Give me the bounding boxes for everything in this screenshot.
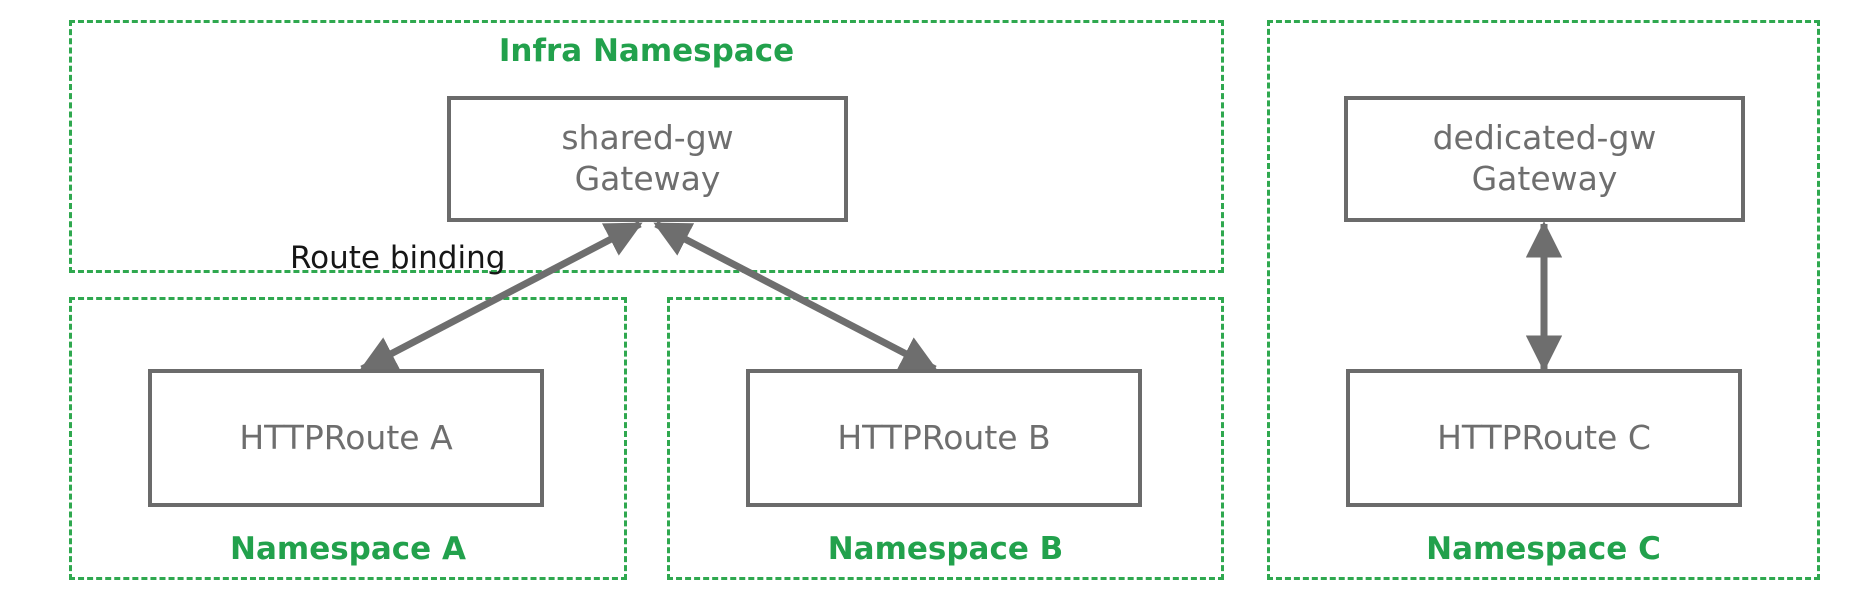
namespace-label-c: Namespace C (1426, 531, 1661, 567)
node-shared-gw-gateway[interactable]: shared-gw Gateway (447, 96, 848, 222)
node-shared-gw-kind: Gateway (574, 159, 721, 198)
namespace-box-b: Namespace B (667, 297, 1224, 580)
node-httproute-b[interactable]: HTTPRoute B (746, 369, 1142, 507)
namespace-box-c: Namespace C (1267, 20, 1820, 580)
namespace-box-a: Namespace A (69, 297, 627, 580)
node-httproute-c-label: HTTPRoute C (1437, 417, 1651, 457)
node-shared-gw-name: shared-gw (561, 118, 734, 158)
namespace-box-infra: Infra Namespace (69, 20, 1224, 273)
node-dedicated-gw-gateway[interactable]: dedicated-gw Gateway (1344, 96, 1745, 222)
namespace-label-a: Namespace A (230, 531, 466, 567)
node-httproute-a-label: HTTPRoute A (239, 417, 453, 457)
node-httproute-c[interactable]: HTTPRoute C (1346, 369, 1742, 507)
edge-label-route-binding: Route binding (290, 240, 506, 276)
node-dedicated-gw-kind: Gateway (1471, 159, 1618, 198)
namespace-label-infra: Infra Namespace (498, 33, 795, 69)
node-httproute-a[interactable]: HTTPRoute A (148, 369, 544, 507)
node-httproute-b-label: HTTPRoute B (837, 417, 1051, 457)
node-dedicated-gw-name: dedicated-gw (1432, 118, 1657, 158)
namespace-label-b: Namespace B (827, 531, 1064, 567)
